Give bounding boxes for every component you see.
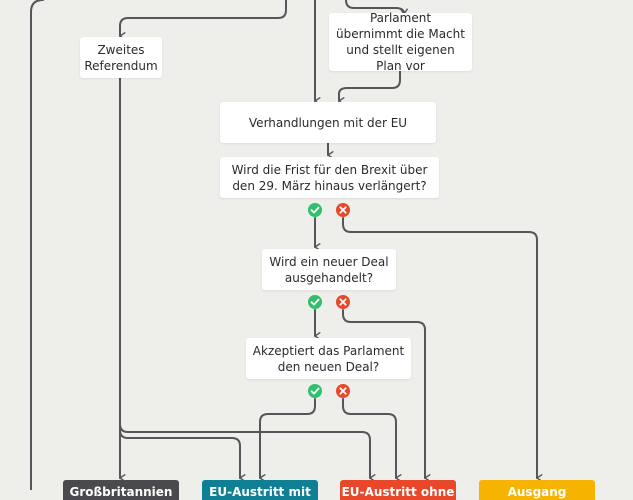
node-second-referendum: Zweites Referendum bbox=[80, 37, 162, 78]
cross-icon bbox=[336, 203, 350, 217]
outcome-leave-without-deal: EU-Austritt ohne bbox=[340, 480, 456, 500]
outcome-leave-without-deal-label: EU-Austritt ohne bbox=[341, 485, 455, 499]
node-new-deal: Wird ein neuer Deal ausgehandelt? bbox=[262, 249, 396, 290]
check-icon bbox=[308, 203, 322, 217]
check-icon bbox=[308, 384, 322, 398]
node-parliament-takes-over-label: Parlament übernimmt die Macht und stellt… bbox=[336, 11, 465, 73]
connector-referendum-to-mit bbox=[119, 429, 246, 482]
outcome-open-label: Ausgang bbox=[507, 485, 567, 499]
node-deadline-extended: Wird die Frist für den Brexit über den 2… bbox=[220, 157, 439, 198]
left-edge-connector bbox=[30, 0, 44, 490]
outcome-leave-with-deal-label: EU-Austritt mit bbox=[209, 485, 311, 499]
node-parliament-takes-over: Parlament übernimmt die Macht und stellt… bbox=[329, 11, 472, 73]
connector-new-deal-no bbox=[342, 309, 431, 482]
check-icon bbox=[308, 295, 322, 309]
connector-referendum-to-ohne bbox=[119, 423, 376, 482]
node-parliament-accepts-label: Akzeptiert das Parlament den neuen Deal? bbox=[252, 343, 405, 374]
connector-parliament-to-negotiations bbox=[338, 70, 401, 105]
node-parliament-accepts: Akzeptiert das Parlament den neuen Deal? bbox=[246, 338, 411, 379]
node-new-deal-label: Wird ein neuer Deal ausgehandelt? bbox=[269, 254, 389, 285]
outcome-remain-label: Großbritannien bbox=[69, 485, 173, 499]
outcome-leave-with-deal: EU-Austritt mit bbox=[202, 480, 318, 500]
connector-accept-no bbox=[342, 398, 402, 482]
node-second-referendum-label: Zweites Referendum bbox=[84, 42, 158, 73]
outcome-open: Ausgang bbox=[479, 480, 595, 500]
outcome-remain: Großbritannien bbox=[63, 480, 179, 500]
node-negotiations: Verhandlungen mit der EU bbox=[220, 102, 436, 143]
connector-to-second-referendum bbox=[119, 0, 287, 40]
connector-deadline-no bbox=[342, 217, 543, 482]
cross-icon bbox=[336, 295, 350, 309]
node-negotiations-label: Verhandlungen mit der EU bbox=[248, 115, 408, 130]
connector-accept-yes bbox=[259, 398, 316, 482]
connector-to-parliament-plan bbox=[345, 0, 410, 18]
node-deadline-extended-label: Wird die Frist für den Brexit über den 2… bbox=[231, 162, 428, 193]
cross-icon bbox=[336, 384, 350, 398]
